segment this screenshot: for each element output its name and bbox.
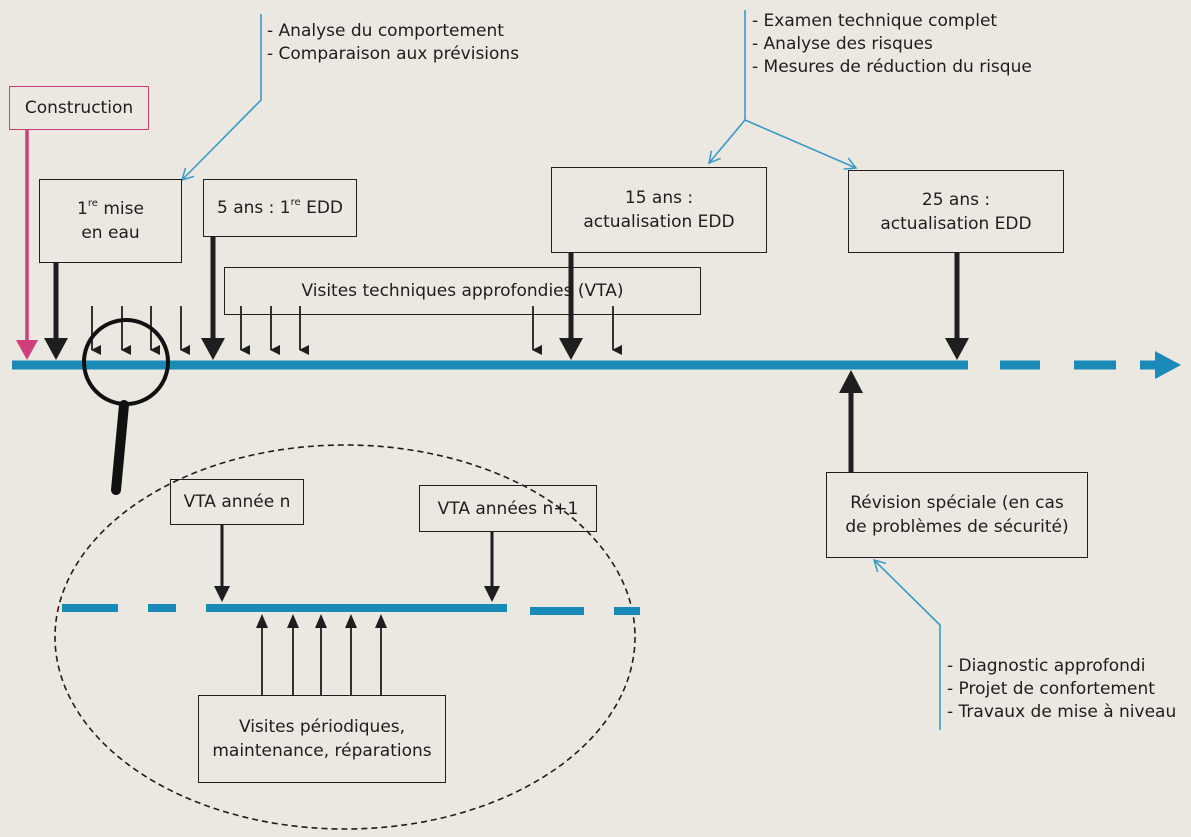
magnifier-icon [82,318,170,495]
edd-5-prefix: 5 ans : 1 [217,198,291,218]
exam-notes: - Examen technique complet - Analyse des… [752,10,1032,79]
arrowhead-mise-en-eau [44,338,68,360]
note-behaviour-1: - Analyse du comportement [267,21,504,41]
construction-arrowhead [16,340,38,360]
behaviour-notes: - Analyse du comportement - Comparaison … [267,20,519,66]
vta-box: Visites techniques approfondies (VTA) [224,267,701,315]
arrowhead-edd-25 [945,338,969,360]
note-exam-1: - Examen technique complet [752,11,998,31]
note-diagnostic-2: - Projet de confortement [947,679,1155,699]
periodic-box: Visites périodiques, maintenance, répara… [198,695,446,783]
mise-en-eau-line1: mise [97,199,144,219]
edd-25-line2: actualisation EDD [880,213,1032,234]
periodic-line2: maintenance, réparations [212,741,432,761]
callout-diagnostic-line [872,558,941,730]
note-behaviour-2: - Comparaison aux prévisions [267,44,520,64]
edd-25-box: 25 ans : actualisation EDD [848,170,1064,253]
note-diagnostic-1: - Diagnostic approfondi [947,656,1146,676]
callout-behaviour-line [180,14,262,182]
callout-exam-lines [707,10,858,170]
periodic-line1: Visites périodiques, [238,717,406,737]
edd-5-suffix: EDD [300,198,343,218]
revision-line2: de problèmes de sécurité) [845,517,1069,537]
mise-en-eau-number: 1 [77,199,88,219]
timeline-arrowhead-icon [1155,351,1181,379]
vta-n1-label: VTA années n+1 [437,498,579,519]
inner-periodic-arrows [256,614,387,696]
diagnostic-notes: - Diagnostic approfondi - Projet de conf… [947,655,1176,724]
revision-line1: Révision spéciale (en cas [850,493,1064,513]
arrowhead-vta-n1 [484,586,500,602]
vta-n1-box: VTA années n+1 [419,485,597,532]
revision-box: Révision spéciale (en cas de problèmes d… [826,472,1088,558]
edd-5-box: 5 ans : 1re EDD [203,179,357,237]
edd-15-line2: actualisation EDD [583,212,735,232]
arrowhead-edd-15 [559,338,583,360]
note-exam-3: - Mesures de réduction du risque [752,57,1032,77]
mise-en-eau-line2: en eau [81,223,140,243]
edd-15-line1: 15 ans : [624,188,694,208]
arrowhead-vta-n [214,586,230,602]
edd-5-sup: re [290,197,301,208]
arrowhead-revision [839,370,863,393]
construction-box: Construction [9,86,149,130]
arrowhead-edd-5 [201,338,225,360]
edd-25-line1: 25 ans : [921,189,991,210]
mise-en-eau-box: 1re mise en eau [39,179,182,263]
vta-n-label: VTA année n [183,492,291,512]
note-exam-2: - Analyse des risques [752,34,933,54]
vta-label: Visites techniques approfondies (VTA) [301,281,624,301]
edd-15-box: 15 ans : actualisation EDD [551,167,767,253]
note-diagnostic-3: - Travaux de mise à niveau [947,702,1177,722]
periodic-visit-arrows [91,306,622,355]
construction-label: Construction [24,98,134,118]
mise-en-eau-sup: re [87,198,98,209]
zoom-ellipse [54,444,636,830]
vta-n-box: VTA année n [170,479,304,525]
